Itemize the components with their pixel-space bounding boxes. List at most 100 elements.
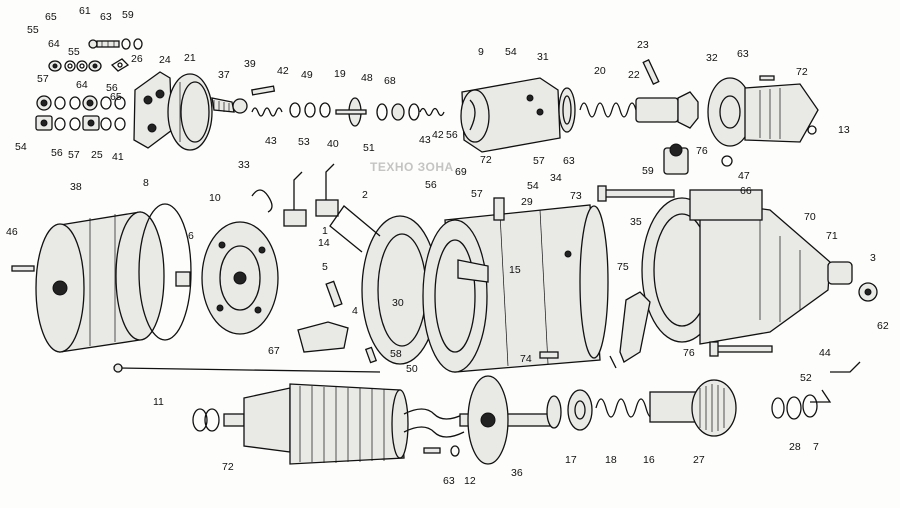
callout-73[interactable]: 35 — [630, 216, 642, 228]
callout-55[interactable]: 55 — [68, 46, 80, 58]
nut-57c[interactable] — [82, 115, 100, 131]
spring-20[interactable] — [579, 102, 637, 118]
washer-43[interactable] — [304, 102, 316, 118]
screw-67[interactable] — [364, 346, 378, 364]
callout-31[interactable]: 31 — [537, 51, 549, 63]
callout-42[interactable]: 42 — [277, 65, 289, 77]
washer-49[interactable] — [319, 102, 331, 118]
washer-36[interactable] — [546, 395, 562, 429]
plunger-22[interactable] — [635, 91, 699, 129]
band-38[interactable] — [138, 203, 192, 341]
callout-43[interactable]: 53 — [298, 136, 310, 148]
bolt-37[interactable] — [211, 97, 248, 114]
callout-65[interactable]: 65 — [110, 91, 122, 103]
callout-25[interactable]: 41 — [112, 151, 124, 163]
callout-51[interactable]: 43 — [419, 134, 431, 146]
callout-76[interactable]: 44 — [819, 347, 831, 359]
callout-42[interactable]: 56 — [446, 129, 458, 141]
callout-19[interactable]: 19 — [334, 68, 346, 80]
callout-48[interactable]: 48 — [361, 72, 373, 84]
clip-26[interactable] — [110, 58, 130, 72]
callout-17[interactable]: 18 — [605, 454, 617, 466]
callout-55[interactable]: 55 — [27, 24, 39, 36]
washer-43b[interactable] — [408, 103, 420, 121]
callout-64[interactable]: 64 — [76, 79, 88, 91]
callout-41[interactable]: 43 — [265, 135, 277, 147]
callout-30[interactable]: 75 — [617, 261, 629, 273]
callout-56[interactable]: 56 — [106, 82, 118, 94]
callout-23[interactable]: 23 — [637, 39, 649, 51]
ring-27[interactable] — [771, 397, 785, 419]
bolt-73[interactable] — [597, 185, 675, 202]
callout-37[interactable]: 37 — [218, 69, 230, 81]
callout-22[interactable]: 22 — [628, 69, 640, 81]
terminal-bolt-34[interactable] — [493, 197, 505, 221]
callout-49[interactable]: 49 — [301, 69, 313, 81]
callout-9[interactable]: 9 — [478, 46, 484, 58]
lever-30[interactable] — [619, 291, 651, 363]
washer-48[interactable] — [376, 103, 388, 121]
nut-55b[interactable] — [88, 60, 102, 72]
callout-38[interactable]: 8 — [143, 177, 149, 189]
callout-54[interactable]: 57 — [68, 149, 80, 161]
callout-57[interactable]: 25 — [91, 149, 103, 161]
screw-74[interactable] — [709, 341, 773, 357]
callout-52[interactable]: 72 — [222, 461, 234, 473]
terminal-29[interactable] — [663, 143, 689, 175]
callout-2[interactable]: 73 — [570, 190, 582, 202]
bearing-plate-12[interactable] — [467, 375, 509, 465]
callout-10[interactable]: 2 — [362, 189, 368, 201]
callout-21[interactable]: 21 — [184, 52, 196, 64]
callout-63[interactable]: 12 — [464, 475, 476, 487]
callout-57[interactable]: 63 — [563, 155, 575, 167]
callout-47[interactable]: 33 — [238, 159, 250, 171]
washer-59b[interactable] — [721, 155, 733, 167]
callout-57[interactable]: 54 — [527, 180, 539, 192]
callout-5[interactable]: 30 — [392, 297, 404, 309]
washer-64b[interactable] — [69, 96, 81, 110]
brush-spring-47[interactable] — [251, 189, 273, 213]
callout-32[interactable]: 32 — [706, 52, 718, 64]
callout-69[interactable]: 56 — [425, 179, 437, 191]
washer-56c[interactable] — [54, 117, 66, 131]
through-bolt-44[interactable] — [113, 363, 381, 373]
nut-65b[interactable] — [82, 95, 98, 111]
callout-6[interactable]: 1 — [322, 225, 328, 237]
screw-61[interactable] — [88, 39, 120, 49]
drive-end-housing-35[interactable] — [641, 189, 831, 345]
callout-3[interactable]: 5 — [322, 261, 328, 273]
callout-62[interactable]: 4 — [352, 305, 358, 317]
washers-52[interactable] — [192, 408, 220, 432]
stud-46[interactable] — [175, 271, 191, 287]
callout-26[interactable]: 26 — [131, 53, 143, 65]
washer-59a[interactable] — [133, 38, 143, 50]
callout-14[interactable]: 15 — [509, 264, 521, 276]
shaft-end-15[interactable] — [827, 261, 853, 285]
callout-39[interactable]: 39 — [244, 58, 256, 70]
stator-housing-2[interactable] — [422, 204, 609, 373]
callout-63[interactable]: 63 — [737, 48, 749, 60]
insulators-4[interactable] — [297, 321, 349, 353]
callout-75[interactable]: 62 — [877, 320, 889, 332]
callout-12[interactable]: 36 — [511, 467, 523, 479]
callout-58[interactable]: 50 — [406, 363, 418, 375]
washer-54b[interactable] — [69, 117, 81, 131]
callout-74[interactable]: 76 — [683, 347, 695, 359]
screw-71[interactable] — [11, 265, 35, 272]
ring-28[interactable] — [786, 394, 818, 420]
callout-27[interactable]: 28 — [789, 441, 801, 453]
cover-21[interactable] — [167, 73, 213, 151]
solenoid-body-9[interactable] — [460, 77, 561, 153]
washer-65[interactable] — [76, 60, 88, 72]
callout-50[interactable]: 74 — [520, 353, 532, 365]
callout-54[interactable]: 54 — [15, 141, 27, 153]
callout-28[interactable]: 7 — [813, 441, 819, 453]
brush-holder-plate-8[interactable] — [201, 221, 279, 335]
callout-57[interactable]: 57 — [37, 73, 49, 85]
callout-56[interactable]: 56 — [51, 147, 63, 159]
callout-13[interactable]: 72 — [480, 154, 492, 166]
callout-54[interactable]: 34 — [550, 172, 562, 184]
callout-65[interactable]: 65 — [45, 11, 57, 23]
callout-11[interactable]: 52 — [800, 372, 812, 384]
callout-63[interactable]: 63 — [100, 11, 112, 23]
